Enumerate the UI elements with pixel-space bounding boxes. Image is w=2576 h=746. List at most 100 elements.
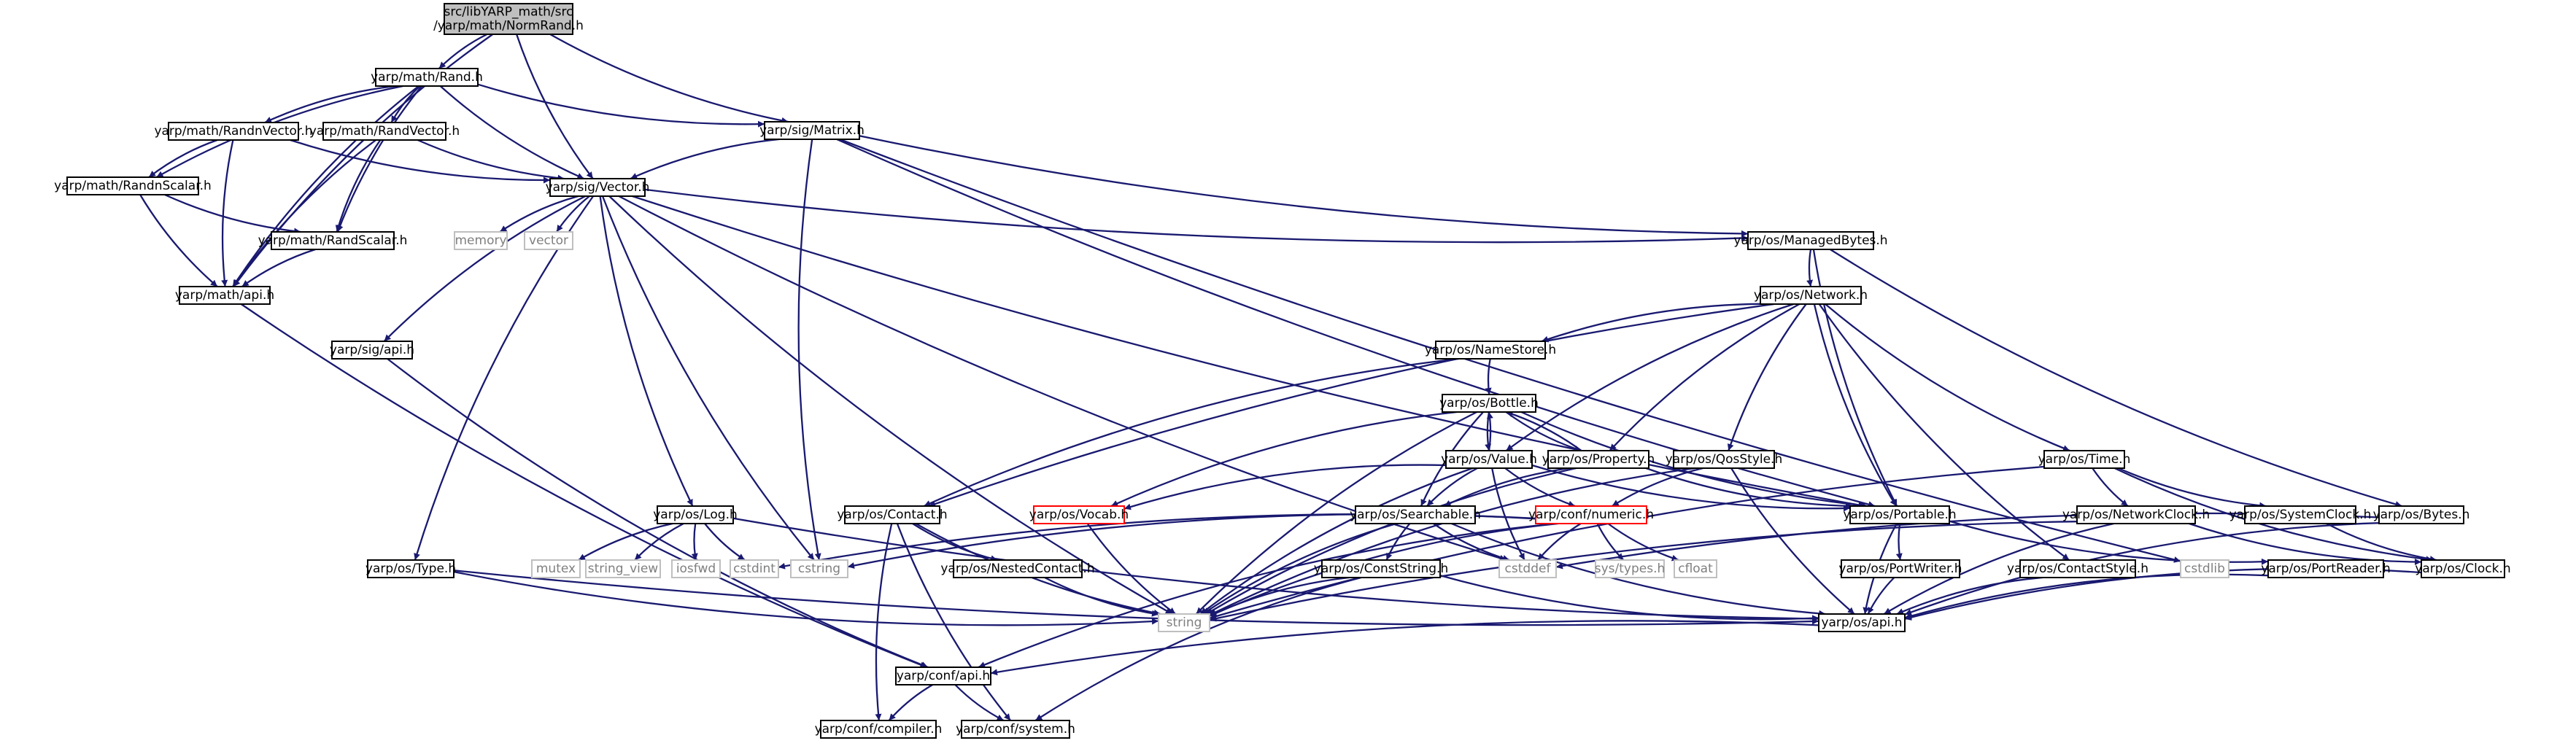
node-property[interactable]: yarp/os/Property.h [1542, 450, 1655, 469]
edge-numeric-to-systypes [1596, 523, 1625, 561]
node-value[interactable]: yarp/os/Value.h [1441, 450, 1537, 469]
edge-ostype-to-osapi [453, 570, 1819, 626]
edge-root-to-mathapi [233, 34, 494, 287]
edge-sigvector-to-ostype [414, 195, 595, 561]
node-label: yarp/os/QosStyle.h [1666, 452, 1783, 467]
edge-bytes-to-osapi [1904, 522, 2380, 615]
edge-managedbytes-to-network [1806, 249, 1814, 287]
node-box [1841, 559, 1960, 578]
node-label: yarp/math/RandnVector.h [154, 124, 312, 139]
edge-root-to-rand [438, 33, 488, 69]
node-conststring[interactable]: yarp/os/ConstString.h [1314, 559, 1448, 578]
edge-searchable-to-osapi [1451, 522, 1826, 617]
node-label: yarp/os/NetworkClock.h [2062, 508, 2210, 522]
node-box [1442, 394, 1536, 413]
node-vocab[interactable]: yarp/os/Vocab.h [1029, 505, 1129, 524]
node-label: yarp/os/Clock.h [2415, 562, 2510, 576]
node-ostype[interactable]: yarp/os/Type.h [365, 559, 456, 578]
node-clock[interactable]: yarp/os/Clock.h [2415, 559, 2511, 578]
node-label: src/libYARP_math/src [444, 5, 573, 20]
edge-time-to-clock [2114, 467, 2433, 563]
node-label: iosfwd [676, 562, 716, 576]
node-systemclock[interactable]: yarp/os/SystemClock.h [2229, 505, 2372, 524]
node-managedbytes[interactable]: yarp/os/ManagedBytes.h [1733, 231, 1888, 250]
edge-bottle-to-string [1195, 411, 1477, 615]
node-label: yarp/os/NestedContact.h [940, 562, 1094, 576]
edge-randnvector-to-mathapi [221, 139, 234, 287]
node-label: cstddef [1505, 562, 1552, 576]
node-label: yarp/conf/system.h [956, 722, 1075, 737]
edge-networkclock-to-clock [2189, 522, 2422, 566]
node-numeric[interactable]: yarp/conf/numeric.h [1528, 505, 1654, 524]
node-root[interactable]: src/libYARP_math/src/yarp/math/NormRand.… [433, 3, 584, 35]
node-qosstyle[interactable]: yarp/os/QosStyle.h [1666, 450, 1783, 469]
node-randvector[interactable]: yarp/math/RandVector.h [309, 122, 460, 141]
node-label: cstdlib [2184, 562, 2225, 576]
node-portwriter[interactable]: yarp/os/PortWriter.h [1838, 559, 1962, 578]
node-rand[interactable]: yarp/math/Rand.h [371, 68, 483, 87]
node-contact[interactable]: yarp/os/Contact.h [837, 505, 948, 524]
edge-network-to-portable [1813, 303, 1898, 507]
node-cstdint: cstdint [730, 559, 779, 578]
node-box [549, 178, 646, 197]
edge-vocab-to-string [1086, 523, 1176, 615]
node-label: vector [529, 233, 568, 248]
edge-network-to-property [1609, 303, 1801, 451]
node-namestore[interactable]: yarp/os/NameStore.h [1425, 341, 1556, 360]
node-sigvector[interactable]: yarp/sig/Vector.h [546, 178, 650, 197]
node-label: yarp/conf/compiler.h [815, 722, 943, 737]
edge-value-to-searchable [1426, 467, 1478, 507]
node-memory: memory [454, 231, 508, 250]
node-box [2421, 559, 2505, 578]
node-box [454, 231, 508, 250]
node-bottle[interactable]: yarp/os/Bottle.h [1439, 394, 1539, 413]
edge-randscalar-to-mathapi [241, 248, 316, 287]
node-randnscalar[interactable]: yarp/math/RandnScalar.h [54, 176, 212, 195]
node-label: yarp/os/api.h [1821, 615, 1902, 630]
node-time[interactable]: yarp/os/Time.h [2038, 450, 2131, 469]
node-label: cstdint [733, 562, 775, 576]
node-portable[interactable]: yarp/os/Portable.h [1843, 505, 1957, 524]
node-matrix[interactable]: yarp/sig/Matrix.h [759, 121, 865, 140]
edge-value-to-string [1199, 467, 1473, 615]
node-box [2244, 505, 2356, 524]
node-system[interactable]: yarp/conf/system.h [956, 720, 1075, 739]
edge-contact-to-compiler [875, 523, 893, 721]
edge-value-to-portable [1531, 464, 1851, 512]
node-searchable[interactable]: yarp/os/Searchable.h [1350, 505, 1481, 524]
node-box [657, 505, 734, 524]
node-cstdlib: cstdlib [2180, 559, 2229, 578]
node-box [2019, 559, 2136, 578]
node-osapi[interactable]: yarp/os/api.h [1818, 613, 1906, 632]
node-networkclock[interactable]: yarp/os/NetworkClock.h [2062, 505, 2210, 524]
header-nodes: src/libYARP_math/src/yarp/math/NormRand.… [54, 3, 2511, 739]
node-label: yarp/os/Contact.h [837, 508, 947, 522]
node-sigapi[interactable]: yarp/sig/api.h [330, 341, 414, 360]
edge-matrix-to-cstring [797, 139, 821, 561]
edge-log-to-mutex [578, 522, 673, 561]
edge-managedbytes-to-portable [1812, 249, 1898, 507]
node-compiler[interactable]: yarp/conf/compiler.h [815, 720, 943, 739]
node-portreader[interactable]: yarp/os/PortReader.h [2261, 559, 2391, 578]
edge-numeric-to-cfloat [1607, 523, 1679, 562]
node-label: yarp/os/PortWriter.h [1838, 562, 1962, 576]
node-randnvector[interactable]: yarp/math/RandnVector.h [154, 122, 313, 141]
edge-root-to-sigvector [516, 34, 594, 179]
node-label: cstring [798, 562, 840, 576]
node-mathapi[interactable]: yarp/math/api.h [175, 286, 274, 305]
edge-randvector-to-sigvector [417, 139, 565, 182]
edge-sigvector-to-managedbytes [644, 188, 1749, 244]
edge-conststring-to-osapi [1439, 574, 1819, 622]
node-network[interactable]: yarp/os/Network.h [1754, 286, 1868, 305]
node-box [322, 122, 446, 141]
edge-numeric-to-confapi [978, 522, 1556, 669]
node-nestedcontact[interactable]: yarp/os/NestedContact.h [940, 559, 1095, 578]
node-string: string [1158, 613, 1210, 632]
node-contactstyle[interactable]: yarp/os/ContactStyle.h [2007, 559, 2148, 578]
node-confapi[interactable]: yarp/conf/api.h [895, 667, 991, 685]
node-bytes[interactable]: yarp/os/Bytes.h [2373, 505, 2470, 524]
node-randscalar[interactable]: yarp/math/RandScalar.h [258, 231, 408, 250]
node-log[interactable]: yarp/os/Log.h [653, 505, 738, 524]
edge-numeric-to-cstddef [1537, 523, 1582, 561]
